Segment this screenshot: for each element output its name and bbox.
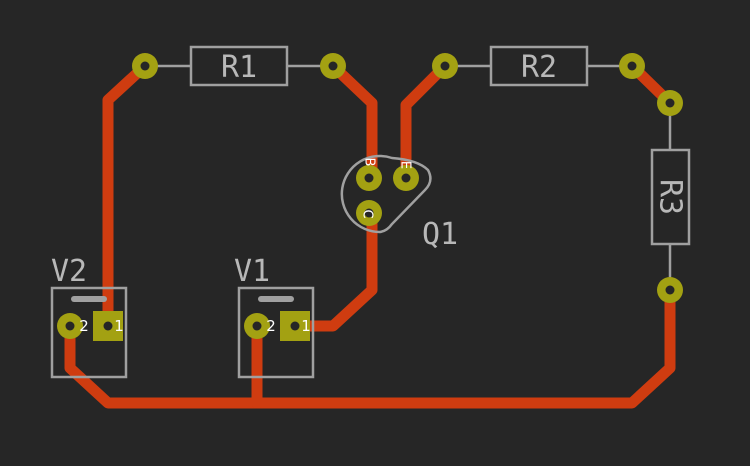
v2-pad-2-drill bbox=[65, 321, 75, 331]
r1-pad-2-drill bbox=[328, 61, 338, 71]
voltage-source-v1[interactable]: V1 2 1 bbox=[234, 254, 315, 379]
v2-pad-1-drill bbox=[103, 321, 113, 331]
copper-traces bbox=[64, 60, 676, 409]
v1-label: V1 bbox=[234, 254, 270, 289]
trace-q1-collector-to-v1[interactable] bbox=[289, 207, 378, 332]
r3-pad-1-drill bbox=[665, 98, 675, 108]
trace-r1-to-q1-base[interactable] bbox=[327, 60, 378, 184]
resistor-r3[interactable]: R3 bbox=[650, 90, 691, 303]
trace-q1-emitter-to-r2[interactable] bbox=[400, 60, 451, 184]
r3-label: R3 bbox=[653, 179, 688, 215]
v1-pin-label-2: 2 bbox=[266, 317, 276, 335]
r2-pad-2-drill bbox=[627, 61, 637, 71]
r2-pad-1-drill bbox=[440, 61, 450, 71]
resistor-r2[interactable]: R2 bbox=[432, 45, 645, 87]
v1-pin-label-1: 1 bbox=[301, 317, 311, 335]
v2-pin-label-1: 1 bbox=[114, 317, 124, 335]
resistor-r1[interactable]: R1 bbox=[132, 45, 346, 87]
q1-pad-collector-drill bbox=[364, 208, 374, 218]
voltage-source-v2[interactable]: V2 2 1 bbox=[50, 254, 128, 379]
trace-ground-bus[interactable] bbox=[64, 284, 676, 409]
v1-pad-2-drill bbox=[252, 321, 262, 331]
transistor-q1[interactable]: B E C Q1 bbox=[340, 154, 458, 252]
q1-pin-label-base: B bbox=[362, 158, 377, 167]
r2-label: R2 bbox=[521, 50, 557, 85]
q1-pad-emitter-drill bbox=[401, 173, 411, 183]
trace-v2-to-r1[interactable] bbox=[102, 60, 151, 332]
q1-outline bbox=[340, 154, 432, 234]
q1-pad-base-drill bbox=[364, 173, 374, 183]
v2-pin-label-2: 2 bbox=[79, 317, 89, 335]
r1-pad-1-drill bbox=[140, 61, 150, 71]
v2-outline bbox=[50, 286, 128, 379]
v1-pad-1-drill bbox=[290, 321, 300, 331]
q1-pin-label-collector: C bbox=[360, 209, 375, 218]
v2-label: V2 bbox=[51, 254, 87, 289]
r1-label: R1 bbox=[221, 50, 257, 85]
r3-pad-2-drill bbox=[665, 285, 675, 295]
v1-outline bbox=[237, 286, 315, 379]
q1-label: Q1 bbox=[422, 217, 458, 252]
q1-pin-label-emitter: E bbox=[398, 161, 413, 169]
